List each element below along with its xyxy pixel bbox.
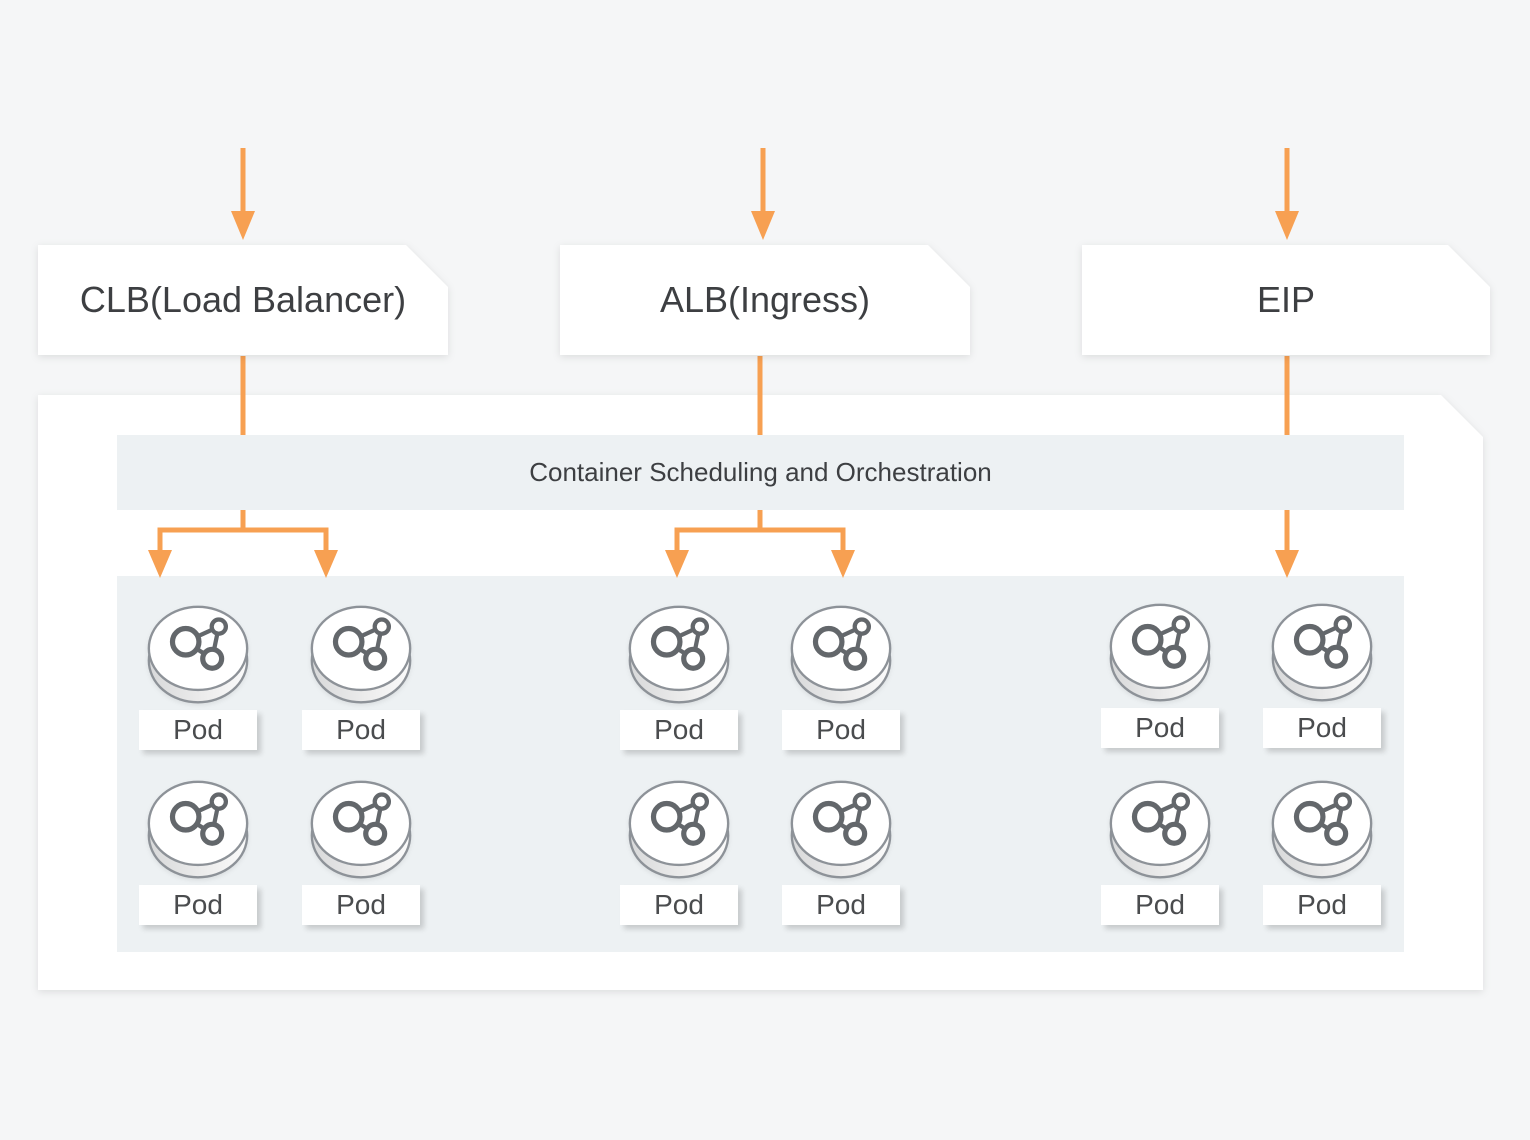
pod-cylinder-icon	[310, 605, 412, 704]
pod-label: Pod	[302, 885, 420, 925]
pod-item: Pod	[1101, 602, 1219, 748]
pod-cylinder-icon	[628, 780, 730, 879]
tag-alb-label: ALB(Ingress)	[659, 279, 871, 320]
eip-inbound-arrow-icon	[1275, 148, 1299, 240]
pod-item: Pod	[620, 779, 738, 925]
tag-alb: ALB(Ingress)	[560, 245, 970, 355]
orchestration-header-bar: Container Scheduling and Orchestration	[117, 435, 1404, 510]
pod-label: Pod	[620, 710, 738, 750]
orchestration-header-title: Container Scheduling and Orchestration	[529, 457, 992, 487]
pod-cylinder-icon	[1109, 603, 1211, 702]
alb-inbound-arrow-icon	[751, 148, 775, 240]
tag-eip-label: EIP	[1256, 279, 1316, 320]
pod-label: Pod	[139, 710, 257, 750]
pod-label: Pod	[302, 710, 420, 750]
pod-item: Pod	[302, 779, 420, 925]
pod-cylinder-icon	[790, 605, 892, 704]
pod-item: Pod	[1263, 602, 1381, 748]
pod-label: Pod	[782, 885, 900, 925]
pod-cylinder-icon	[1271, 780, 1373, 879]
pod-cylinder-icon	[310, 780, 412, 879]
tag-eip: EIP	[1082, 245, 1490, 355]
pod-label: Pod	[139, 885, 257, 925]
pod-item: Pod	[139, 604, 257, 750]
pod-item: Pod	[782, 604, 900, 750]
pod-label: Pod	[1263, 885, 1381, 925]
pod-label: Pod	[1101, 885, 1219, 925]
pod-item: Pod	[620, 604, 738, 750]
pod-item: Pod	[782, 779, 900, 925]
pod-label: Pod	[1263, 708, 1381, 748]
tag-clb: CLB(Load Balancer)	[38, 245, 448, 355]
pod-item: Pod	[1263, 779, 1381, 925]
pod-cylinder-icon	[628, 605, 730, 704]
pod-cylinder-icon	[147, 780, 249, 879]
pod-cylinder-icon	[790, 780, 892, 879]
pod-item: Pod	[1101, 779, 1219, 925]
pod-label: Pod	[1101, 708, 1219, 748]
pod-item: Pod	[139, 779, 257, 925]
pod-label: Pod	[620, 885, 738, 925]
tag-clb-label: CLB(Load Balancer)	[79, 279, 407, 320]
pod-item: Pod	[302, 604, 420, 750]
pod-cylinder-icon	[1109, 780, 1211, 879]
pod-cylinder-icon	[1271, 603, 1373, 702]
pod-label: Pod	[782, 710, 900, 750]
pod-cylinder-icon	[147, 605, 249, 704]
clb-inbound-arrow-icon	[231, 148, 255, 240]
